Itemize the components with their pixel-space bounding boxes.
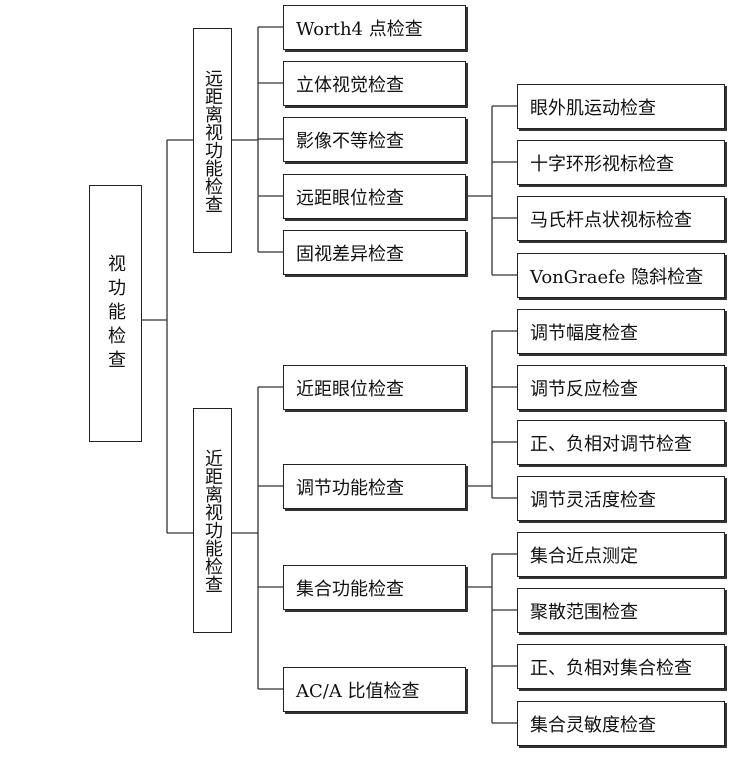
far-item-aniseikonia: 影像不等检查 — [283, 117, 466, 162]
phoria-child-eom: 眼外肌运动检查 — [517, 84, 725, 129]
far-item-worth4: Worth4 点检查 — [283, 5, 466, 50]
far-vision-node: 远距离视功能 检查 — [193, 28, 232, 253]
phoria-child-maddox: 马氏杆点状视标检查 — [517, 196, 725, 241]
near-item-aca-ratio: AC/A 比值检查 — [283, 667, 466, 712]
accom-child-response: 调节反应检查 — [517, 365, 725, 410]
accom-child-amplitude: 调节幅度检查 — [517, 309, 725, 354]
root-node: 视功能检查 — [89, 185, 142, 442]
far-item-stereo: 立体视觉检查 — [283, 61, 466, 106]
near-vision-label-tail: 检查 — [202, 556, 223, 593]
far-vision-label-tail: 检查 — [202, 176, 223, 213]
root-label: 视功能检查 — [105, 253, 126, 374]
conv-child-facility: 集合灵敏度检查 — [517, 701, 725, 746]
accom-child-relative: 正、负相对调节检查 — [517, 420, 725, 465]
conv-child-vergence-range: 聚散范围检查 — [517, 588, 725, 633]
far-vision-label: 远距离视功能 — [202, 68, 223, 177]
near-item-convergence: 集合功能检查 — [283, 565, 466, 610]
far-item-distance-phoria: 远距眼位检查 — [283, 174, 466, 219]
near-vision-node: 近距离视功能 检查 — [193, 408, 232, 633]
phoria-child-cross-ring: 十字环形视标检查 — [517, 140, 725, 185]
accom-child-facility: 调节灵活度检查 — [517, 476, 725, 521]
near-vision-label: 近距离视功能 — [202, 448, 223, 557]
far-item-fixation-disparity: 固视差异检查 — [283, 230, 466, 275]
phoria-child-vongraefe: VonGraefe 隐斜检查 — [517, 253, 725, 298]
conv-child-relative: 正、负相对集合检查 — [517, 644, 725, 689]
near-item-accommodation: 调节功能检查 — [283, 464, 466, 509]
near-item-near-phoria: 近距眼位检查 — [283, 365, 466, 410]
conv-child-npc: 集合近点测定 — [517, 532, 725, 577]
